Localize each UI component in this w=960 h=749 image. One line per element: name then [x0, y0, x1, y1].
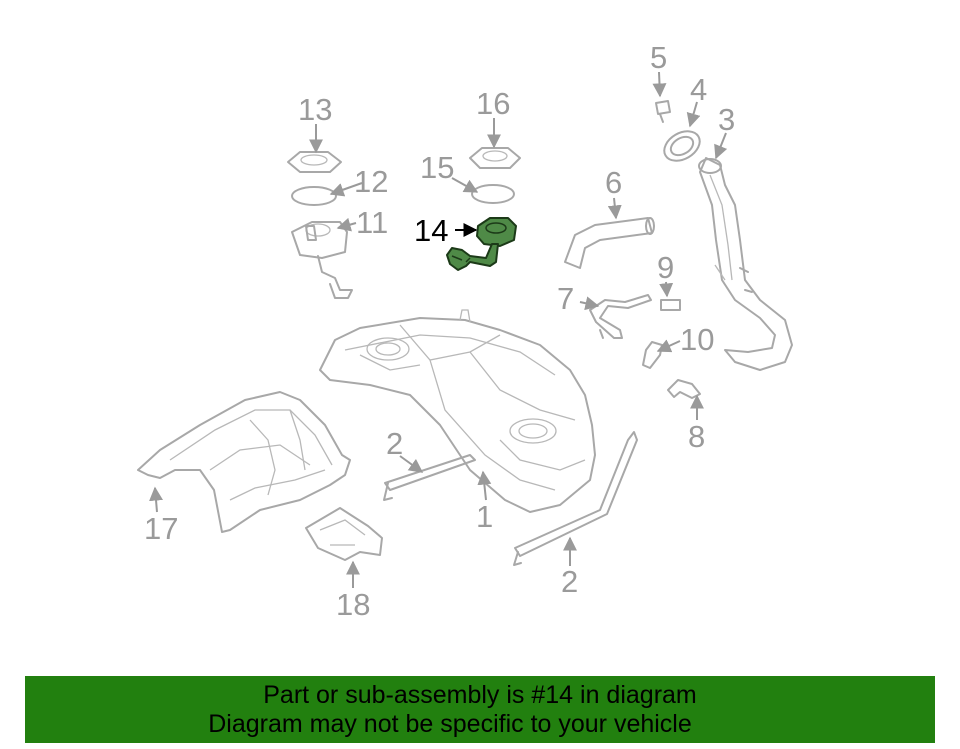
callout-15: 15	[420, 150, 454, 185]
callout-18: 18	[336, 587, 370, 622]
vent-hose-lower-part	[667, 379, 701, 399]
callout-6: 6	[605, 165, 622, 200]
callout-12: 12	[354, 164, 388, 199]
callout-7: 7	[557, 281, 574, 316]
callout-8: 8	[688, 419, 705, 454]
callout-17: 17	[144, 511, 178, 546]
sender-lock-ring-part	[287, 151, 342, 173]
callout-4: 4	[690, 72, 707, 107]
clip-part	[660, 299, 681, 311]
callout-labels: 13 12 11 14 15 16 5 4 3 6 9 7 10 8 2 1 2…	[144, 40, 735, 622]
heat-shield-part	[137, 391, 351, 533]
callout-5: 5	[650, 40, 667, 75]
pump-lock-ring-part	[469, 147, 521, 169]
filler-neck-part	[698, 157, 793, 371]
filler-gasket-part	[663, 130, 701, 162]
leader-lines	[149, 71, 728, 588]
fuel-pump-part-highlighted	[446, 217, 517, 271]
vent-tube-part	[589, 294, 652, 339]
screw-part	[655, 100, 671, 123]
callout-11: 11	[356, 205, 388, 240]
bracket-part	[305, 507, 383, 561]
banner-line-1: Part or sub-assembly is #14 in diagram	[263, 680, 697, 709]
banner-line-2: Diagram may not be specific to your vehi…	[208, 709, 692, 738]
info-banner: Part or sub-assembly is #14 in diagram D…	[25, 676, 935, 743]
callout-14: 14	[414, 213, 448, 248]
fuel-sender-part	[291, 221, 353, 299]
callout-9: 9	[657, 250, 674, 285]
fuel-tank-part	[319, 309, 596, 513]
vent-hose-part	[642, 341, 663, 369]
callout-2-upper: 2	[386, 426, 403, 461]
tank-strap-part	[383, 431, 638, 566]
parts-diagram: 13 12 11 14 15 16 5 4 3 6 9 7 10 8 2 1 2…	[137, 40, 793, 622]
callout-13: 13	[298, 92, 332, 127]
pump-seal-part	[471, 184, 515, 204]
callout-16: 16	[476, 86, 510, 121]
callout-10: 10	[680, 322, 714, 357]
callout-1: 1	[476, 499, 493, 534]
sender-seal-part	[291, 186, 337, 206]
callout-3: 3	[718, 102, 735, 137]
filler-hose-part	[564, 217, 655, 269]
callout-2-lower: 2	[561, 564, 578, 599]
